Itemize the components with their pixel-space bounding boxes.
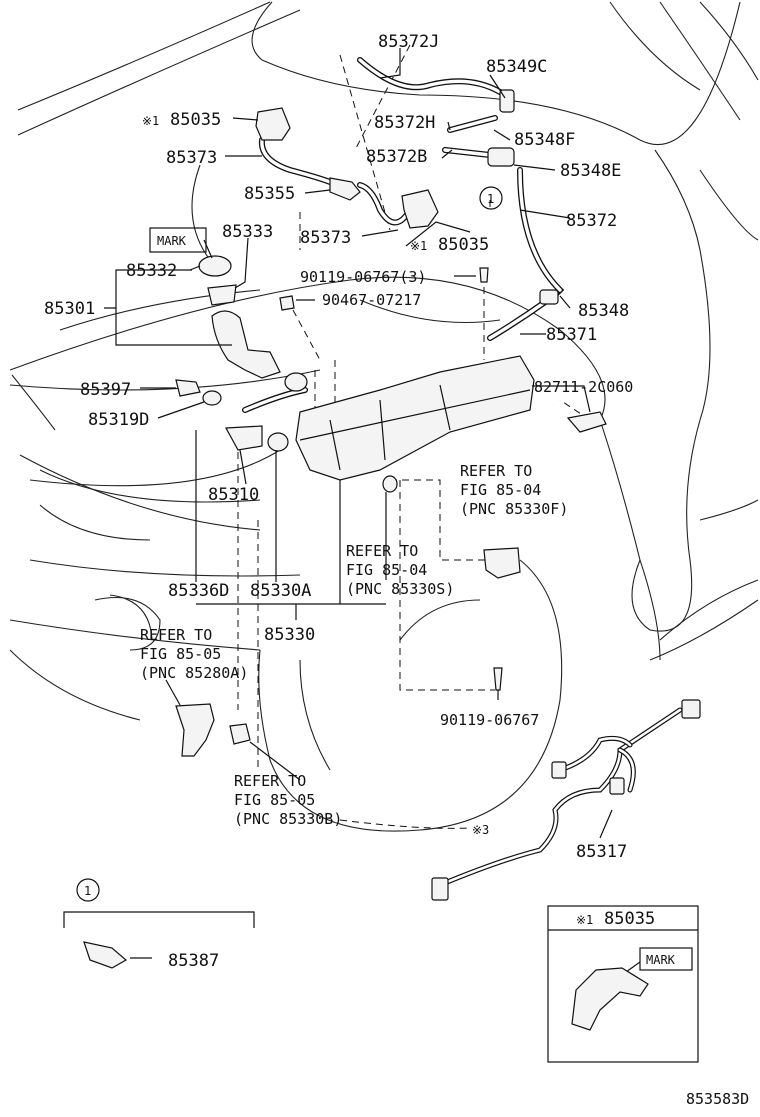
washer-tank	[295, 355, 535, 481]
ref-85330B-line1: REFER TO	[234, 772, 306, 790]
note-mark-1-top: ※1	[142, 114, 159, 128]
inset-note-mark: ※1	[576, 913, 593, 927]
bracket-82711	[566, 411, 607, 433]
label-85330A: 85330A	[250, 581, 311, 601]
label-85349C: 85349C	[486, 57, 547, 77]
circle-1-inset-text: 1	[84, 884, 91, 898]
label-85371: 85371	[546, 325, 597, 345]
mark-label-top: MARK	[157, 234, 187, 248]
callout-circle-1: 1 1	[76, 186, 503, 902]
dashed-leader-lines	[237, 44, 591, 829]
ref-85330F-line2: FIG 85-04	[460, 481, 541, 499]
connector-d	[609, 777, 625, 795]
level-sensor	[175, 379, 201, 397]
refer-to-85330F: REFER TO FIG 85-04 (PNC 85330F)	[460, 462, 568, 518]
ref-85280A-line3: (PNC 85280A)	[140, 664, 248, 682]
label-leader-lines	[63, 48, 613, 959]
label-85336D: 85336D	[168, 581, 229, 601]
grommet-85319D	[202, 390, 222, 406]
label-90119-06767-3: 90119-06767(3)	[300, 268, 426, 286]
label-85372: 85372	[566, 211, 617, 231]
check-valve	[329, 177, 361, 201]
note-mark-3: ※3	[472, 823, 489, 837]
label-85397: 85397	[80, 380, 131, 400]
nozzle-top	[255, 107, 291, 141]
label-90467-07217: 90467-07217	[322, 291, 421, 309]
grommet-85330S	[382, 475, 398, 493]
joint-85348	[539, 289, 559, 305]
label-82711-2C060: 82711-2C060	[534, 378, 633, 396]
ref-85330S-line1: REFER TO	[346, 542, 418, 560]
cap-85332	[198, 255, 232, 277]
inset-box-85035: ※1 85035 MARK	[547, 905, 699, 1063]
connector-a	[431, 877, 449, 901]
label-85372H: 85372H	[374, 113, 435, 133]
part-number-labels: 85372J 85349C ※1 85035 85372H 85348F 853…	[44, 32, 633, 971]
ref-85280A-line1: REFER TO	[140, 626, 212, 644]
inset-title-85035: 85035	[604, 909, 655, 929]
pump-85280A	[175, 703, 215, 757]
refer-to-85280A: REFER TO FIG 85-05 (PNC 85280A)	[140, 626, 248, 682]
vehicle-body-outline	[9, 1, 759, 832]
label-85348E: 85348E	[560, 161, 621, 181]
ref-85330F-line1: REFER TO	[460, 462, 532, 480]
figure-id: 853583D	[686, 1090, 749, 1108]
ref-85330B-line2: FIG 85-05	[234, 791, 315, 809]
inset-nozzle	[571, 967, 649, 1031]
clip-90467	[279, 295, 295, 311]
connector-b	[681, 699, 701, 719]
refer-to-85330S: REFER TO FIG 85-04 (PNC 85330S)	[346, 542, 454, 598]
joint-85348E	[487, 147, 515, 167]
ring-filler	[284, 372, 308, 392]
ref-85330B-line3: (PNC 85330B)	[234, 810, 342, 828]
refer-to-85330B: REFER TO FIG 85-05 (PNC 85330B)	[234, 772, 342, 828]
label-85373-mid: 85373	[300, 228, 351, 248]
label-85373-top: 85373	[166, 148, 217, 168]
filler-neck	[211, 310, 281, 379]
label-85372B: 85372B	[366, 147, 427, 167]
ref-85330F-line3: (PNC 85330F)	[460, 500, 568, 518]
label-90119-06767: 90119-06767	[440, 711, 539, 729]
inset-mark-label: MARK	[646, 953, 676, 967]
connector-c	[551, 761, 567, 779]
grommet-85330B	[229, 723, 251, 745]
mark-box-top	[149, 227, 207, 253]
label-85333: 85333	[222, 222, 273, 242]
ref-85280A-line2: FIG 85-05	[140, 645, 221, 663]
label-85372J: 85372J	[378, 32, 439, 52]
bolt-90119	[493, 667, 503, 691]
label-85310: 85310	[208, 485, 259, 505]
label-85319D: 85319D	[88, 410, 149, 430]
ref-85330S-line2: FIG 85-04	[346, 561, 427, 579]
label-85348F: 85348F	[514, 130, 575, 150]
label-85332: 85332	[126, 261, 177, 281]
label-85355: 85355	[244, 184, 295, 204]
wire-harness-85317	[431, 699, 701, 901]
washer-parts	[83, 89, 607, 969]
note-mark-1-mid: ※1	[410, 239, 427, 253]
grommet-85330A	[267, 432, 289, 452]
label-85387: 85387	[168, 951, 219, 971]
label-85348: 85348	[578, 301, 629, 321]
bolt-90119-3	[479, 267, 489, 283]
label-85330: 85330	[264, 625, 315, 645]
label-85317: 85317	[576, 842, 627, 862]
pump-85330F	[483, 547, 521, 579]
ref-85330S-line3: (PNC 85330S)	[346, 580, 454, 598]
pump-85310	[225, 425, 263, 451]
part-85387	[83, 941, 128, 969]
label-85035-mid: 85035	[438, 235, 489, 255]
nozzle-mid	[401, 189, 439, 229]
label-85301: 85301	[44, 299, 95, 319]
label-85035-top: 85035	[170, 110, 221, 130]
circle-1-main-text: 1	[487, 192, 494, 206]
strainer-85333	[207, 284, 237, 306]
